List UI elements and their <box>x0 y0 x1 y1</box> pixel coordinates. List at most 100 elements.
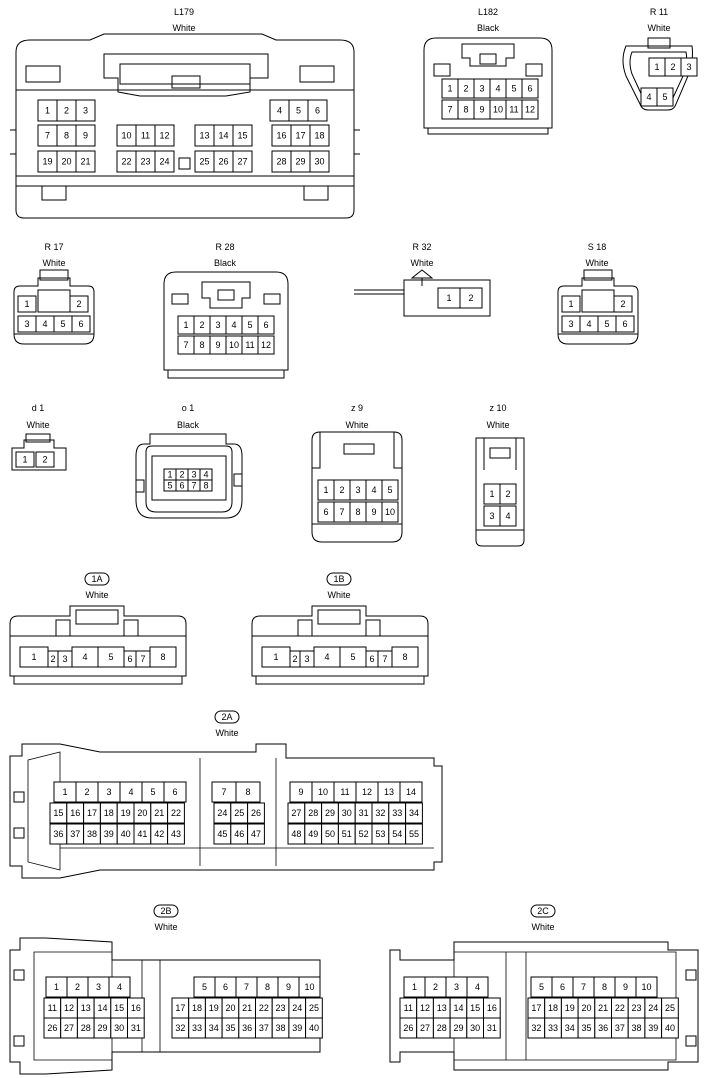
2A-pin-number: 27 <box>291 808 301 818</box>
2B-pin-number: 22 <box>259 1003 269 1013</box>
2C-pin-number: 20 <box>581 1003 591 1013</box>
1B-pin-number: 4 <box>324 652 329 662</box>
o1-pin-number: 8 <box>203 481 208 491</box>
z10-pin-number: 3 <box>489 511 494 521</box>
badge-1B <box>326 572 352 586</box>
label-R32-id: R 32 <box>412 242 431 252</box>
L182-pin-cell <box>521 78 539 99</box>
L179-pin-number: 29 <box>295 157 305 167</box>
1A-pin-number: 1 <box>31 652 36 662</box>
L179-pin-number: 2 <box>64 106 69 116</box>
2B-pin-cell <box>108 976 131 998</box>
L179-pin-number: 23 <box>140 157 150 167</box>
z9-pin-number: 2 <box>339 485 344 495</box>
z9-pin-number: 9 <box>371 507 376 517</box>
label-R17-id: R 17 <box>44 242 63 252</box>
L179-pin-number: 19 <box>42 157 52 167</box>
L179-pin-number: 9 <box>83 131 88 141</box>
2B-pin-number: 30 <box>114 1023 124 1033</box>
2B-pin-number: 12 <box>64 1003 74 1013</box>
1A-pin-number: 7 <box>140 654 145 664</box>
2A-pin-number: 49 <box>308 829 318 839</box>
2B-pin-number: 28 <box>81 1023 91 1033</box>
2A-pin-cell <box>235 781 261 803</box>
1B-pin-number: 7 <box>382 654 387 664</box>
2A-pin-number: 11 <box>340 787 349 797</box>
label-z10-color: White <box>486 420 509 430</box>
2A-pin-number: 51 <box>342 829 352 839</box>
2A-pin-number: 55 <box>409 829 419 839</box>
2C-pin-number: 30 <box>470 1023 480 1033</box>
badge-2B <box>153 904 179 918</box>
2C-pin-number: 1 <box>412 982 417 992</box>
2A-pin-number: 10 <box>318 787 328 797</box>
L179-pin-number: 25 <box>199 157 209 167</box>
R28-pin-number: 1 <box>183 320 188 330</box>
2C-pin-number: 4 <box>475 982 480 992</box>
R28-pin-number: 4 <box>231 320 236 330</box>
1A-pin-number: 5 <box>108 652 113 662</box>
2C-pin-number: 7 <box>581 982 586 992</box>
z10-pin-cell <box>499 505 517 527</box>
R17-pin-cell <box>17 295 37 313</box>
2B-pin-number: 16 <box>131 1003 141 1013</box>
L179-pin-number: 8 <box>64 131 69 141</box>
2A-pin-number: 45 <box>217 829 227 839</box>
R17-pin-number: 1 <box>24 299 29 309</box>
2C-pin-number: 37 <box>615 1023 625 1033</box>
2C-pin-number: 24 <box>648 1003 658 1013</box>
1B-pin-cell <box>391 646 419 668</box>
label-R17-color: White <box>42 258 65 268</box>
2B-pin-cell <box>298 976 321 998</box>
2C-pin-number: 2 <box>433 982 438 992</box>
R28-pin-cell <box>257 335 275 355</box>
z10-pin-number: 4 <box>505 511 510 521</box>
1A-pin-number: 6 <box>127 654 132 664</box>
2B-pin-number: 19 <box>209 1003 219 1013</box>
2B-pin-number: 5 <box>202 982 207 992</box>
2B-pin-number: 33 <box>192 1023 202 1033</box>
S18-pin-number: 1 <box>568 299 573 309</box>
label-L179-id: L179 <box>174 7 194 17</box>
2B-pin-number: 31 <box>131 1023 141 1033</box>
R17-pin-number: 2 <box>76 299 81 309</box>
S18-pin-number: 3 <box>568 319 573 329</box>
2C-pin-number: 39 <box>648 1023 658 1033</box>
z9-pin-number: 1 <box>323 485 328 495</box>
2A-pin-number: 4 <box>128 787 133 797</box>
z10-pin-cell <box>499 483 517 505</box>
L179-pin-number: 22 <box>121 157 131 167</box>
2A-pin-number: 52 <box>359 829 369 839</box>
2A-pin-number: 30 <box>342 808 352 818</box>
S18-pin-number: 4 <box>586 319 591 329</box>
2C-pin-number: 12 <box>420 1003 430 1013</box>
2C-pin-number: 33 <box>548 1023 558 1033</box>
L179-pin-number: 26 <box>218 157 228 167</box>
2A-pin-cell <box>405 802 423 824</box>
label-S18-id: S 18 <box>588 242 607 252</box>
R17-pin-number: 4 <box>42 319 47 329</box>
o1-pin-number: 4 <box>203 470 208 480</box>
2B-pin-number: 34 <box>209 1023 219 1033</box>
connector-R28 <box>163 271 289 379</box>
R28-pin-number: 12 <box>261 340 271 350</box>
R17-pin-number: 6 <box>78 319 83 329</box>
2B-pin-cell <box>305 1017 323 1039</box>
1B-pin-number: 8 <box>402 652 407 662</box>
L179-pin-number: 18 <box>314 131 324 141</box>
label-d1-color: White <box>26 420 49 430</box>
o1-pin-number: 7 <box>191 481 196 491</box>
R28-pin-number: 2 <box>199 320 204 330</box>
connector-R32 <box>354 269 491 317</box>
label-S18-color: White <box>585 258 608 268</box>
o1-pin-number: 2 <box>179 470 184 480</box>
L179-pin-number: 14 <box>218 131 228 141</box>
L179-pin-number: 10 <box>121 131 131 141</box>
label-2A-id: 2A <box>221 712 232 722</box>
2C-pin-number: 25 <box>665 1003 675 1013</box>
S18-pin-cell <box>613 295 633 313</box>
connector-d1 <box>11 433 67 471</box>
2B-pin-number: 15 <box>114 1003 124 1013</box>
connector-z10 <box>475 437 525 547</box>
2B-pin-number: 20 <box>225 1003 235 1013</box>
